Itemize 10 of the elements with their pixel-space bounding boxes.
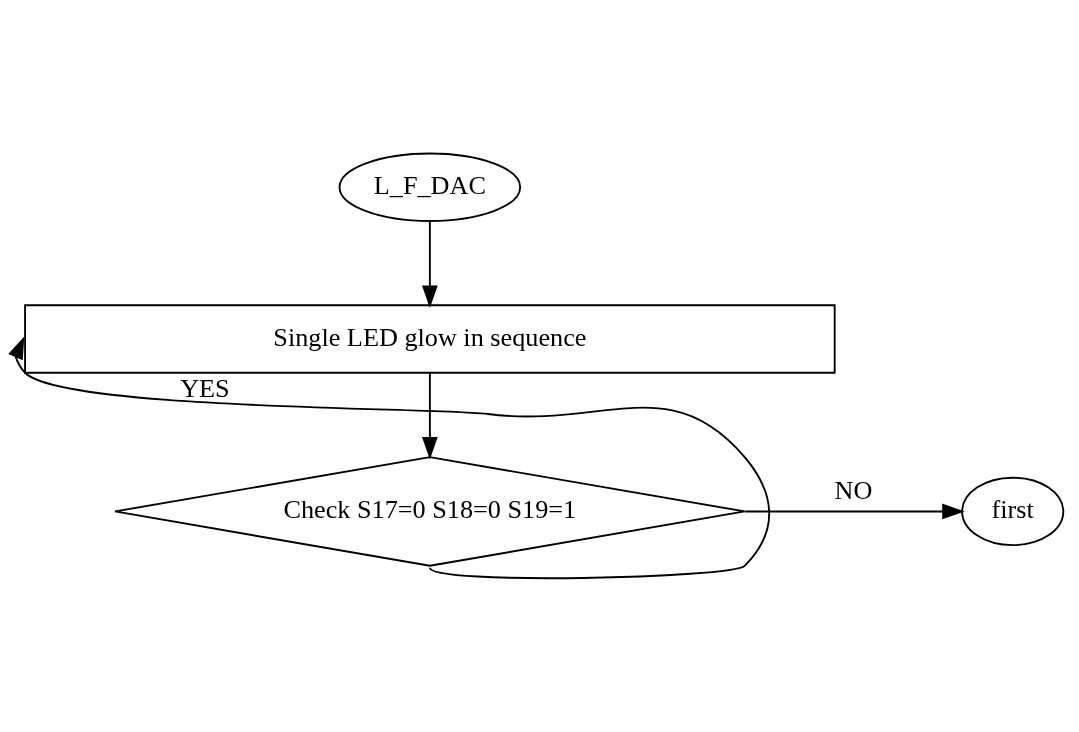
arrow (422, 220, 438, 308)
node-ellipse: L_F_DAC (338, 152, 522, 222)
arrow (744, 503, 965, 520)
arrow (8, 336, 771, 580)
node-diamond: Check S17=0 S18=0 S19=1 (114, 456, 746, 567)
node-ellipse: first (961, 476, 1065, 547)
node-box: Single LED glow in sequence (24, 304, 836, 374)
arrow (422, 372, 438, 460)
edge-label: YES (180, 373, 230, 403)
edge-label: NO (834, 475, 873, 505)
